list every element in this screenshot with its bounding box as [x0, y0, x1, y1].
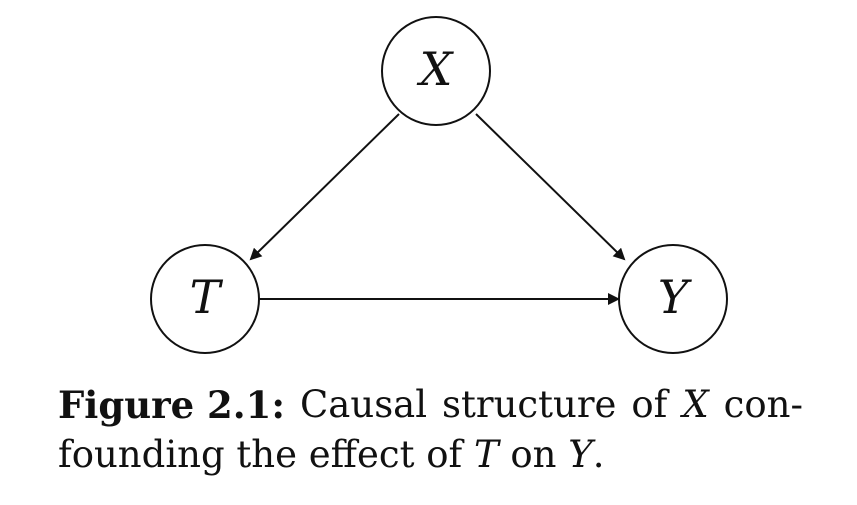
caption-word: Causal: [300, 383, 428, 426]
caption-word: of: [631, 383, 668, 426]
node-x: X: [381, 16, 491, 126]
caption-text: founding the effect of: [58, 433, 474, 476]
caption-variable-x: X: [682, 383, 709, 426]
caption-word: con-: [723, 383, 803, 426]
caption-line-2: founding the effect of T on Y.: [58, 430, 818, 480]
caption-text: on: [498, 433, 569, 476]
node-y: Y: [618, 244, 728, 354]
caption-variable-y: Y: [568, 433, 593, 476]
caption-text: .: [592, 433, 605, 476]
edge-x-to-y: [475, 113, 626, 261]
edge-x-to-t: [249, 113, 400, 261]
node-t-label: T: [190, 270, 224, 324]
node-x-label: X: [417, 42, 455, 96]
caption-variable-t: T: [473, 433, 499, 476]
node-y-label: Y: [658, 270, 693, 324]
caption-line-1: Figure 2.1: Causal structure of X con-: [58, 380, 803, 430]
caption-word: structure: [442, 383, 617, 426]
caption-label: Figure 2.1:: [58, 383, 286, 427]
node-t: T: [150, 244, 260, 354]
figure-caption: Figure 2.1: Causal structure of X con- f…: [58, 380, 818, 480]
